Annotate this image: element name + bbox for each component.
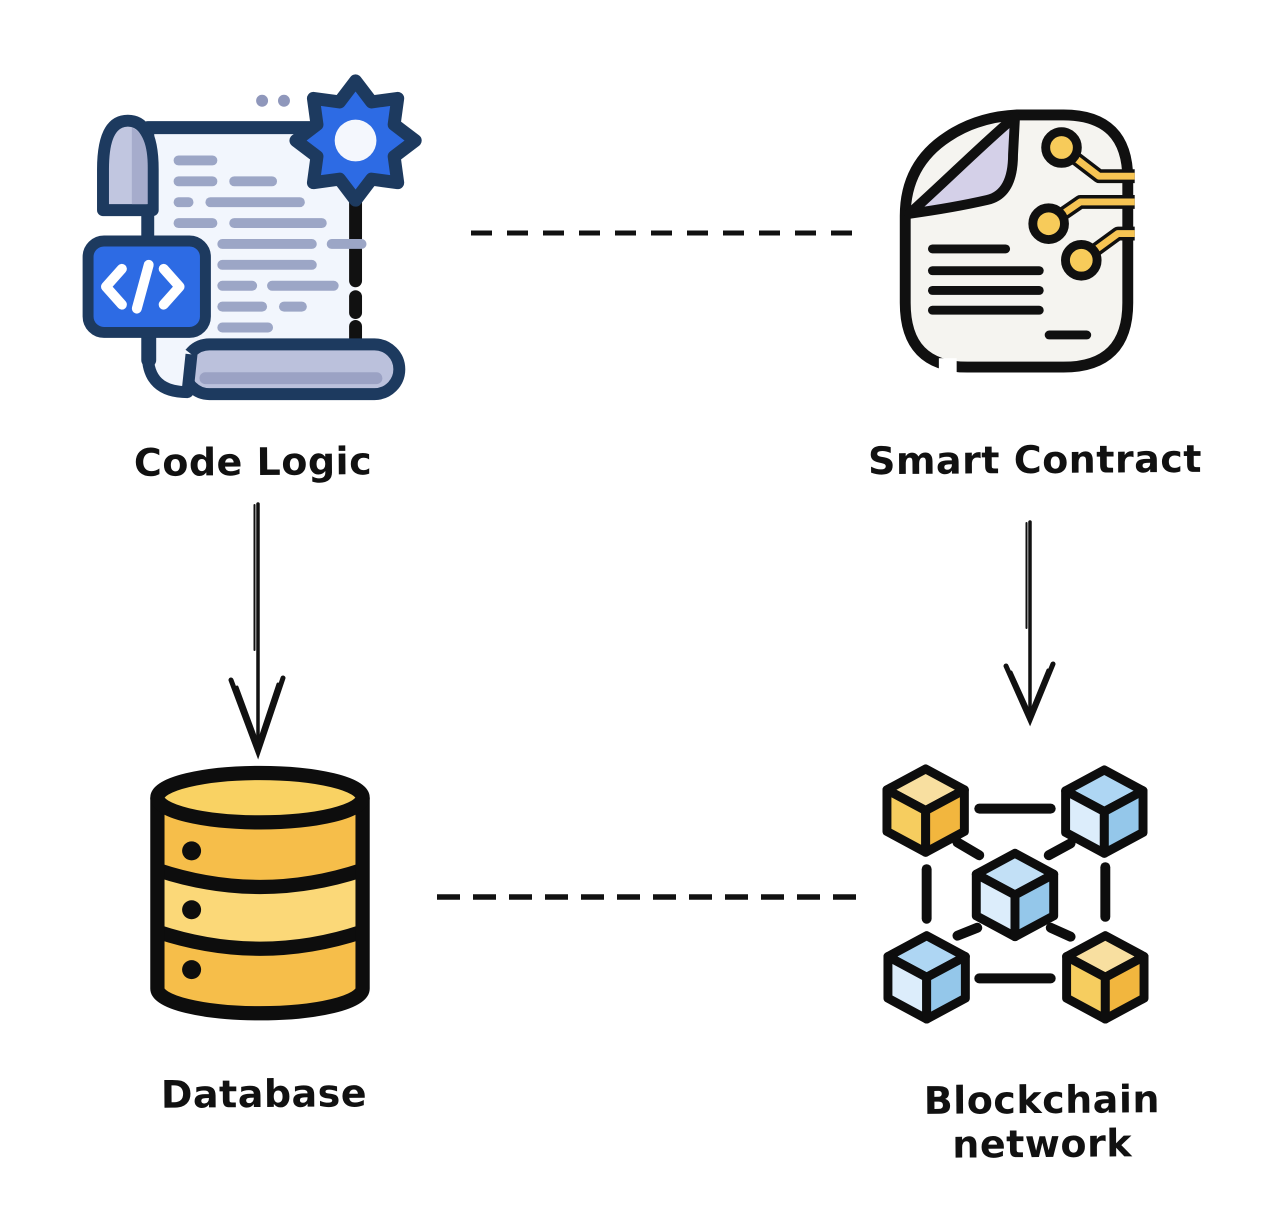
linked-cubes-icon <box>882 764 1149 1024</box>
db-dot <box>182 841 202 861</box>
circuit-node <box>1041 127 1082 168</box>
connector-arrow-codelogic-database <box>228 502 286 760</box>
code-text-lines <box>173 155 367 333</box>
node-blockchain-network <box>880 757 1149 1027</box>
circuit-node <box>1028 203 1069 244</box>
node-label-code-logic: Code Logic <box>133 439 373 485</box>
code-scroll-gear-icon <box>82 74 422 401</box>
dot <box>256 94 269 107</box>
dot <box>278 94 290 107</box>
database-cylinder-icon <box>150 765 370 1021</box>
code-badge-icon <box>82 235 211 338</box>
cube-blue-top-right <box>1061 765 1148 858</box>
node-smart-contract <box>893 105 1141 377</box>
page-fold <box>904 111 1020 219</box>
connector-codelogic-smartcontract <box>471 230 855 236</box>
node-label-smart-contract: Smart Contract <box>867 436 1203 484</box>
connector-database-blockchain <box>437 894 867 900</box>
contract-document-circuit-icon <box>899 109 1135 377</box>
db-dot <box>182 960 202 980</box>
cube-links <box>921 803 1111 984</box>
node-database <box>146 765 374 1023</box>
cube-yellow-bottom-right <box>1062 931 1149 1024</box>
circuit-traces <box>1028 127 1135 281</box>
cube-blue-bottom-left <box>883 931 970 1024</box>
circuit-node <box>1061 240 1102 281</box>
cube-blue-center <box>971 848 1059 942</box>
node-label-blockchain-network: Blockchain network <box>923 1077 1161 1167</box>
connector-arrow-smartcontract-blockchain <box>1003 520 1056 727</box>
node-label-database: Database <box>160 1071 368 1117</box>
scroll-roll-left <box>97 114 159 217</box>
scroll-roll-bottom <box>178 338 406 401</box>
contract-text-lines <box>927 244 1092 340</box>
db-dot <box>182 900 202 920</box>
gear-icon <box>289 74 422 207</box>
cube-yellow-top-left <box>882 764 969 857</box>
node-code-logic <box>80 60 478 413</box>
